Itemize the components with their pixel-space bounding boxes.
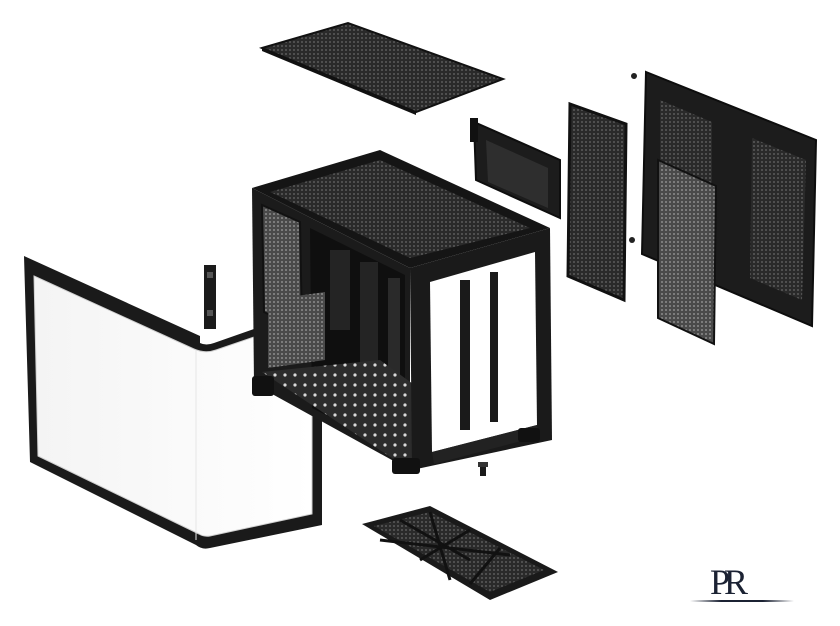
bottom-dust-filter xyxy=(362,506,558,600)
watermark-logo: PR xyxy=(690,560,800,610)
small-bracket xyxy=(204,265,216,329)
glass-side-panel xyxy=(24,256,322,549)
gpu-bracket xyxy=(470,118,561,220)
thumbscrew xyxy=(478,462,488,476)
side-mesh-filter xyxy=(566,101,628,303)
top-dust-filter xyxy=(258,21,506,115)
case-chassis xyxy=(252,150,552,474)
watermark-underline xyxy=(690,600,794,602)
watermark-text: PR xyxy=(710,562,748,602)
rear-side-panel xyxy=(629,70,818,346)
